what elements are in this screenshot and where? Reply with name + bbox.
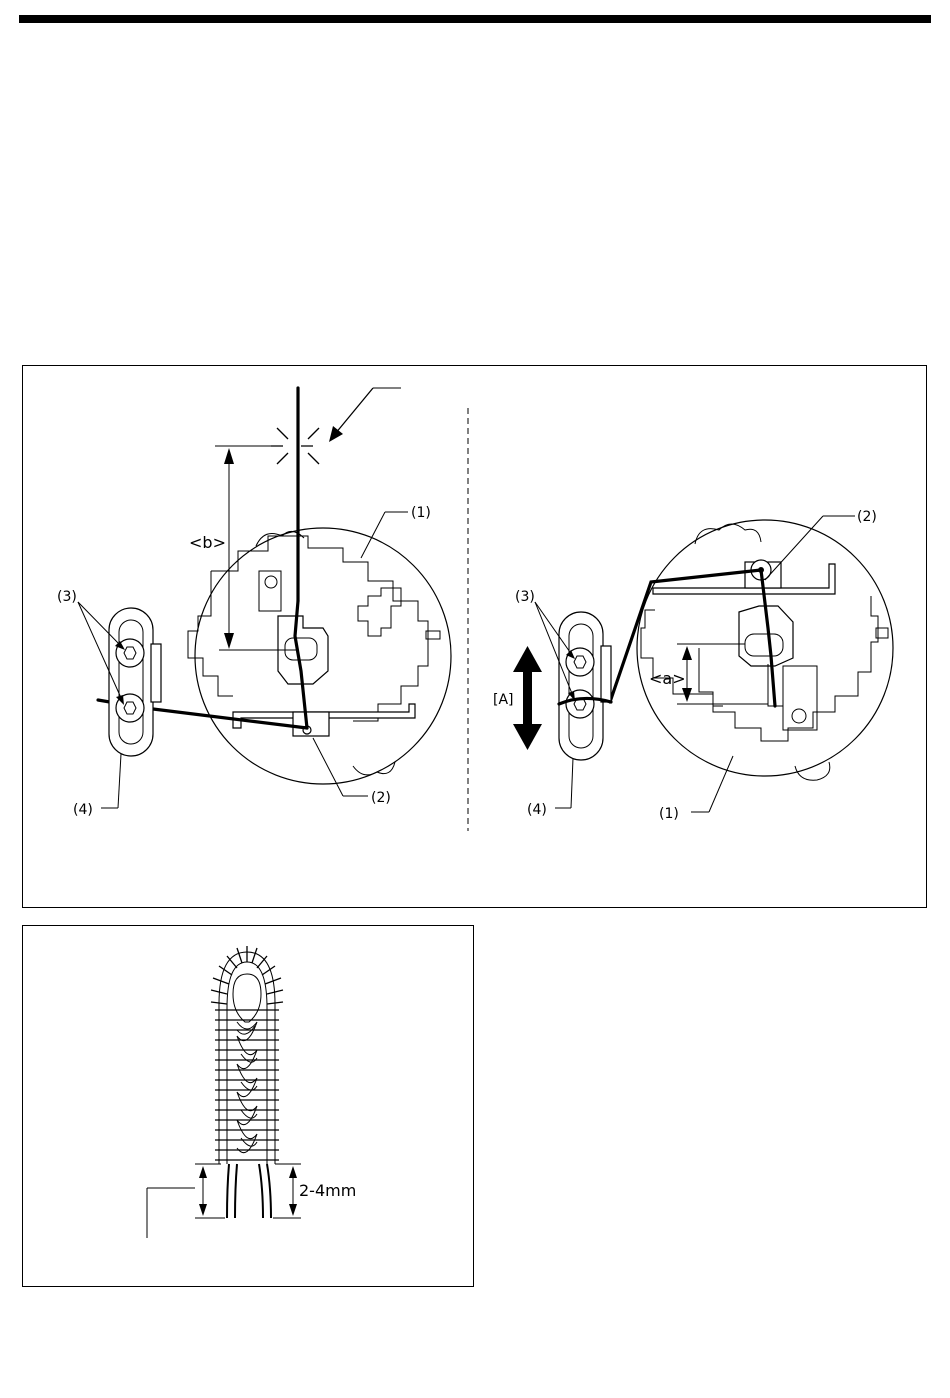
thread-guide-plate-left — [109, 608, 153, 756]
guide-block-left — [293, 712, 329, 736]
thread-tail-right-a — [259, 1164, 263, 1218]
right-view: <a> (2) (1) — [493, 509, 893, 822]
dim-b-arrow-top — [224, 448, 234, 464]
chain-stitches — [237, 1022, 257, 1153]
stitched-loop — [211, 946, 283, 1218]
dim-right-arrow-bottom — [289, 1204, 297, 1216]
label-part-1-right: (1) — [659, 806, 679, 822]
thread-length-label: 2-4mm — [299, 1181, 356, 1200]
dim-left-arrow-bottom — [199, 1204, 207, 1216]
label-part-2-left: (2) — [371, 790, 391, 806]
guide-edge-left — [151, 644, 161, 702]
top-rule — [19, 15, 931, 23]
left-view: <b> (1) (2) — [57, 388, 451, 818]
label-part-3-left: (3) — [57, 589, 77, 605]
thread-length-panel: 2-4mm — [22, 925, 474, 1287]
dim-left-arrow-top — [199, 1166, 207, 1178]
label-4r-leader — [571, 758, 573, 808]
dim-right-arrow-top — [289, 1166, 297, 1178]
spark-leader — [335, 388, 373, 434]
label-4-leader — [118, 754, 121, 808]
thread-length-svg: 2-4mm — [23, 926, 475, 1288]
label-part-4-right: (4) — [527, 802, 547, 818]
up-down-arrow-icon — [513, 646, 542, 750]
thread-guide-plate-right — [559, 612, 603, 760]
dim-b-label: <b> — [189, 533, 226, 552]
guide-edge-right — [601, 646, 611, 702]
thread-tail-left-a — [227, 1164, 229, 1218]
dim-a-label: <a> — [649, 669, 686, 688]
label-part-3-right: (3) — [515, 589, 535, 605]
label-part-1-left: (1) — [411, 505, 431, 521]
thread-tail-left-b — [235, 1164, 237, 1218]
direction-a-label: [A] — [493, 692, 514, 708]
loop-eye — [233, 974, 261, 1022]
adjustment-diagram-panel: <b> (1) (2) — [22, 365, 927, 908]
adjustment-diagram-svg: <b> (1) (2) — [23, 366, 928, 909]
thread-tail-right-b — [267, 1164, 271, 1218]
spark-arrowhead — [329, 426, 343, 442]
label-part-4-left: (4) — [73, 802, 93, 818]
label-part-2-right: (2) — [857, 509, 877, 525]
